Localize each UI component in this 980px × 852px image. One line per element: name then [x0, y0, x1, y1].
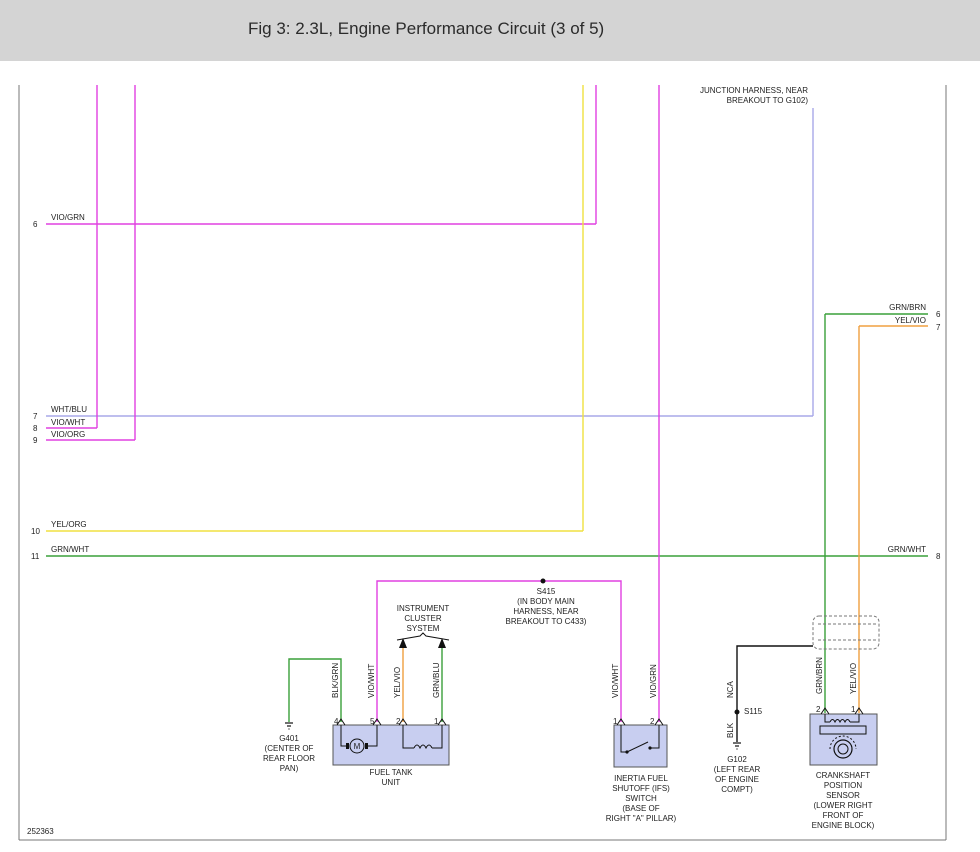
wire-label-grn-brn-ckp: GRN/BRN — [815, 657, 824, 694]
fuel-tank-pin-1: 1 — [434, 717, 439, 726]
fuel-level-sender-icon — [402, 725, 443, 750]
left-pin-11: 11 — [31, 552, 40, 561]
wire-label-yel-vio-fuel: YEL/VIO — [393, 667, 402, 698]
wire-label-yel-vio-ckp: YEL/VIO — [849, 663, 858, 694]
splice-s415-line-1: S415 — [537, 587, 556, 596]
ground-g102-line-2: (LEFT REAR — [714, 765, 761, 774]
ifs-pin-1: 1 — [613, 717, 618, 726]
fuel-pump-motor-letter: M — [354, 742, 361, 751]
ifs-label-line-4: (BASE OF — [622, 804, 659, 813]
instrument-cluster-line-3: SYSTEM — [407, 624, 440, 633]
figure-header: Fig 3: 2.3L, Engine Performance Circuit … — [0, 0, 980, 61]
ground-g401-line-2: (CENTER OF — [265, 744, 314, 753]
splice-s415-line-2: (IN BODY MAIN — [517, 597, 575, 606]
splice-s415-line-3: HARNESS, NEAR — [513, 607, 579, 616]
ifs-label-line-3: SWITCH — [625, 794, 657, 803]
ifs-pin-2: 2 — [650, 717, 655, 726]
right-pin-8: 8 — [936, 552, 941, 561]
wire-label-grn-wht-left: GRN/WHT — [51, 545, 89, 554]
wire-label-vio-grn: VIO/GRN — [51, 213, 85, 222]
ckp-label-line-5: FRONT OF — [823, 811, 864, 820]
switch-contact-icon — [620, 725, 660, 754]
ckp-label-line-6: ENGINE BLOCK) — [812, 821, 875, 830]
wire-label-vio-wht-ifs: VIO/WHT — [611, 664, 620, 698]
ifs-label-line-1: INERTIA FUEL — [614, 774, 668, 783]
wire-blk-grn — [288, 658, 342, 722]
wire-label-grn-brn: GRN/BRN — [889, 303, 926, 312]
figure-id: 252363 — [27, 827, 54, 836]
left-pin-9: 9 — [33, 436, 38, 445]
wire-label-blk: BLK — [726, 722, 735, 738]
ground-g401-line-3: REAR FLOOR — [263, 754, 315, 763]
wire-nca — [736, 645, 813, 712]
wire-label-grn-blu: GRN/BLU — [432, 662, 441, 698]
ground-g401-line-4: PAN) — [280, 764, 299, 773]
ifs-label-line-2: SHUTOFF (IFS) — [612, 784, 670, 793]
fuel-tank-connectors — [336, 718, 447, 726]
ckp-label-line-2: POSITION — [824, 781, 862, 790]
wire-label-vio-org: VIO/ORG — [51, 430, 85, 439]
ground-g102-line-3: OF ENGINE — [715, 775, 759, 784]
wire-label-vio-wht-fuel: VIO/WHT — [367, 664, 376, 698]
wire-label-nca: NCA — [726, 680, 735, 698]
ckp-label-line-1: CRANKSHAFT — [816, 771, 870, 780]
ground-g102-icon — [733, 742, 741, 750]
right-pin-7: 7 — [936, 323, 941, 332]
top-note-line-2: BREAKOUT TO G102) — [727, 96, 809, 105]
wire-vio-wht-s415 — [376, 580, 622, 722]
wire-label-yel-vio: YEL/VIO — [895, 316, 926, 325]
wire-label-grn-wht-right: GRN/WHT — [888, 545, 926, 554]
ckp-label-line-4: (LOWER RIGHT — [813, 801, 872, 810]
instrument-cluster-bracket — [396, 632, 450, 641]
fuel-tank-pin-2: 2 — [396, 717, 401, 726]
reluctor-sensor-icon — [819, 714, 867, 759]
ifs-label-line-5: RIGHT "A" PILLAR) — [606, 814, 677, 823]
ground-g401-icon — [285, 722, 293, 730]
left-pin-10: 10 — [31, 527, 40, 536]
ground-g102-line-1: G102 — [727, 755, 747, 764]
splice-s115-label: S115 — [744, 707, 763, 716]
arrow-up-icon — [438, 638, 446, 648]
ckp-label-line-3: SENSOR — [826, 791, 860, 800]
ground-g401-line-1: G401 — [279, 734, 299, 743]
wire-label-vio-grn-ifs: VIO/GRN — [649, 664, 658, 698]
left-pin-6: 6 — [33, 220, 38, 229]
ifs-connectors — [616, 718, 664, 726]
arrow-up-icon — [399, 638, 407, 648]
ground-g102-line-4: COMPT) — [721, 785, 753, 794]
fuel-tank-label-line-2: UNIT — [382, 778, 401, 787]
splice-s415-line-4: BREAKOUT TO C433) — [506, 617, 587, 626]
wire-label-yel-org: YEL/ORG — [51, 520, 87, 529]
ckp-pin-1: 1 — [851, 705, 856, 714]
instrument-cluster-line-1: INSTRUMENT — [397, 604, 450, 613]
left-pin-8: 8 — [33, 424, 38, 433]
top-note-line-1: JUNCTION HARNESS, NEAR — [700, 86, 808, 95]
instrument-cluster-line-2: CLUSTER — [404, 614, 442, 623]
fuel-tank-pin-4: 4 — [334, 717, 339, 726]
wire-label-wht-blu: WHT/BLU — [51, 405, 87, 414]
wire-label-vio-wht: VIO/WHT — [51, 418, 85, 427]
wire-label-blk-grn: BLK/GRN — [331, 663, 340, 698]
fuel-tank-label-line-1: FUEL TANK — [370, 768, 414, 777]
shield — [812, 615, 880, 650]
left-pin-7: 7 — [33, 412, 38, 421]
right-pin-6: 6 — [936, 310, 941, 319]
fuel-pump-motor-icon — [340, 725, 378, 754]
ckp-pin-2: 2 — [816, 705, 821, 714]
ckp-connectors — [820, 707, 864, 715]
fuel-tank-pin-5: 5 — [370, 717, 375, 726]
splice-s115-dot — [734, 709, 740, 715]
figure-title: Fig 3: 2.3L, Engine Performance Circuit … — [248, 19, 605, 38]
splice-s415-dot — [540, 578, 546, 584]
